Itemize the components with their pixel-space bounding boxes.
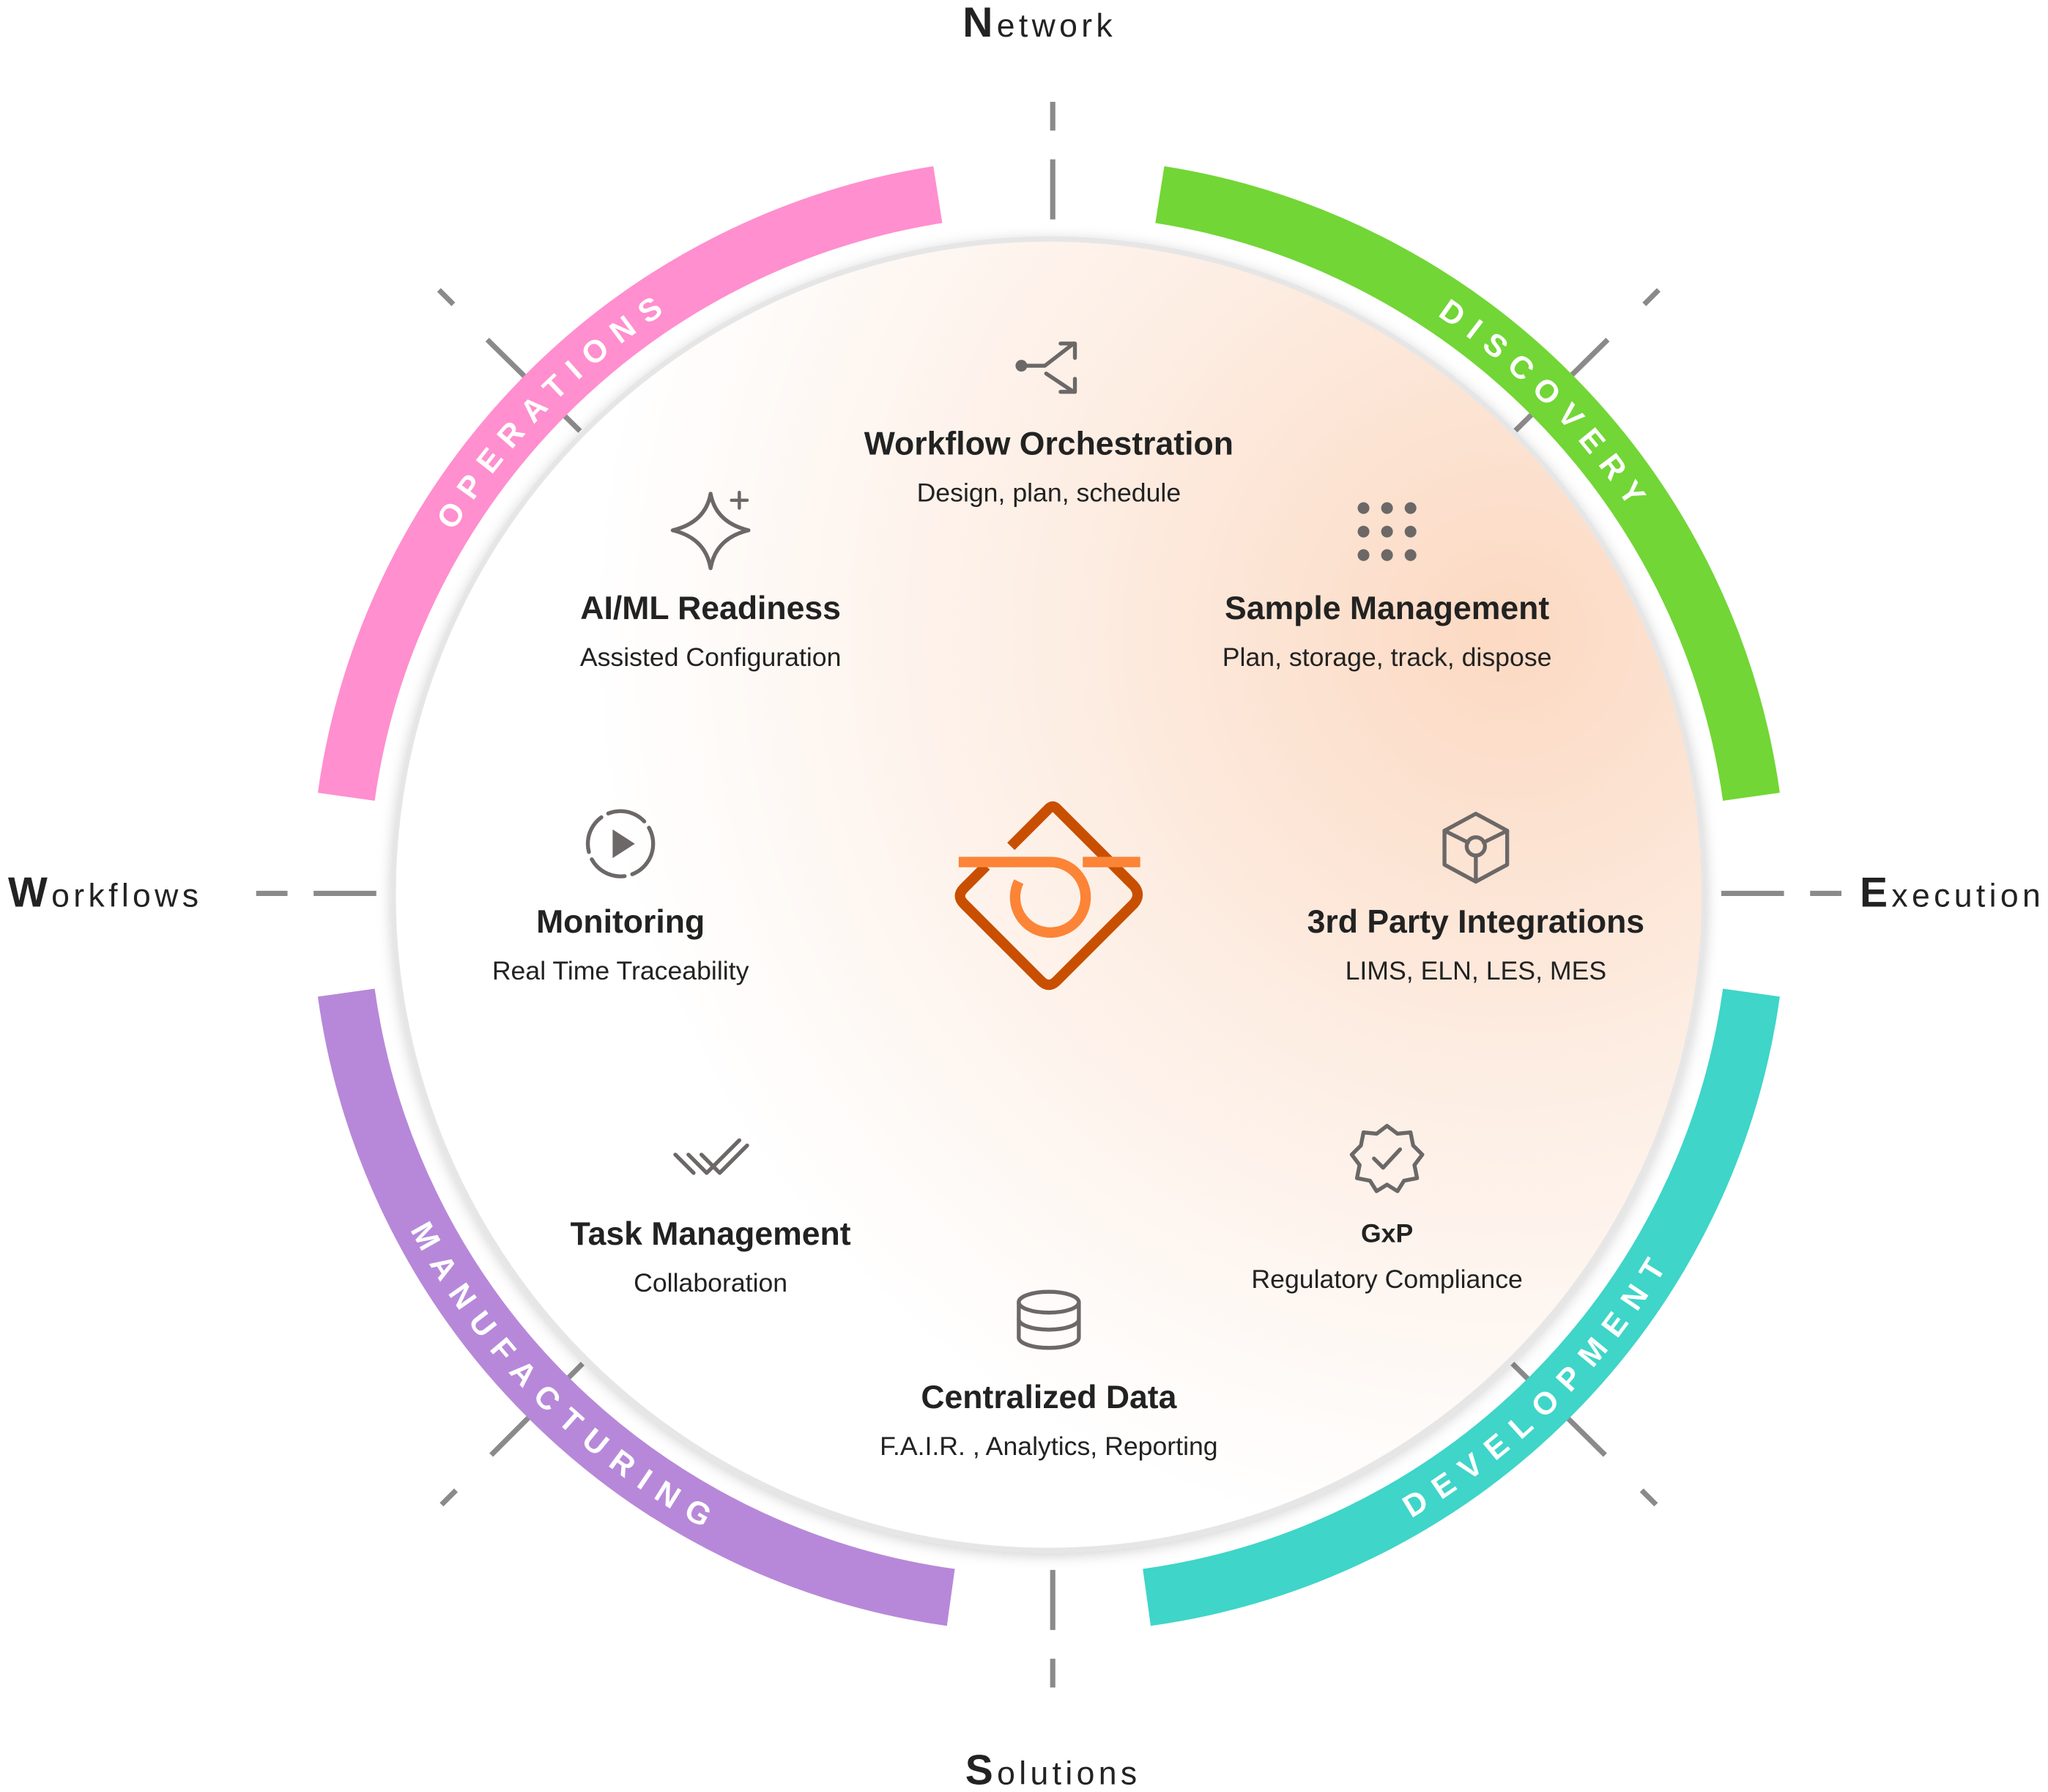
- feature-3rd-party-integrations: 3rd Party Integrations LIMS, ELN, LES, M…: [1307, 812, 1644, 985]
- feature-title: Sample Management: [1225, 590, 1549, 626]
- feature-title: 3rd Party Integrations: [1307, 904, 1644, 940]
- center-disc: [390, 236, 1707, 1553]
- feature-monitoring: Monitoring Real Time Traceability: [492, 809, 749, 985]
- database-icon: [1017, 1289, 1081, 1350]
- feature-workflow-orchestration: Workflow Orchestration Design, plan, sch…: [864, 341, 1233, 508]
- feature-subtitle: LIMS, ELN, LES, MES: [1346, 956, 1607, 985]
- feature-title: Task Management: [571, 1216, 851, 1252]
- axis-label-solutions: Solutions: [965, 1747, 1141, 1792]
- badge-check-icon: [1349, 1124, 1425, 1193]
- axis-label-execution: Execution: [1860, 869, 2044, 916]
- feature-title: Workflow Orchestration: [864, 426, 1233, 462]
- feature-task-management: Task Management Collaboration: [571, 1138, 851, 1297]
- brand-logo: [954, 801, 1143, 991]
- workflow-split-icon: [1015, 341, 1077, 394]
- feature-subtitle: Assisted Configuration: [580, 643, 842, 672]
- cube-icon: [1442, 812, 1510, 884]
- feature-ai-ml-readiness: AI/ML Readiness Assisted Configuration: [580, 490, 842, 672]
- sparkle-icon: [670, 490, 751, 571]
- feature-gxp: GxP Regulatory Compliance: [1251, 1124, 1523, 1294]
- axis-label-workflows: Workflows: [8, 869, 202, 916]
- feature-centralized-data: Centralized Data F.A.I.R. , Analytics, R…: [880, 1289, 1218, 1461]
- feature-subtitle: Regulatory Compliance: [1251, 1265, 1522, 1294]
- feature-subtitle: Design, plan, schedule: [917, 478, 1181, 508]
- feature-subtitle: Plan, storage, track, dispose: [1223, 643, 1552, 672]
- feature-subtitle: F.A.I.R. , Analytics, Reporting: [880, 1432, 1218, 1461]
- feature-subtitle: Collaboration: [634, 1268, 787, 1297]
- feature-sample-management: Sample Management Plan, storage, track, …: [1223, 502, 1552, 672]
- feature-title: Monitoring: [536, 904, 705, 940]
- dot-grid-icon: [1357, 502, 1417, 561]
- feature-title: Centralized Data: [921, 1380, 1177, 1415]
- feature-title: AI/ML Readiness: [580, 590, 841, 626]
- play-circle-icon: [585, 809, 656, 878]
- axis-label-network: Network: [962, 0, 1116, 46]
- feature-title: GxP: [1361, 1218, 1413, 1248]
- feature-subtitle: Real Time Traceability: [492, 956, 749, 985]
- double-check-icon: [673, 1138, 749, 1175]
